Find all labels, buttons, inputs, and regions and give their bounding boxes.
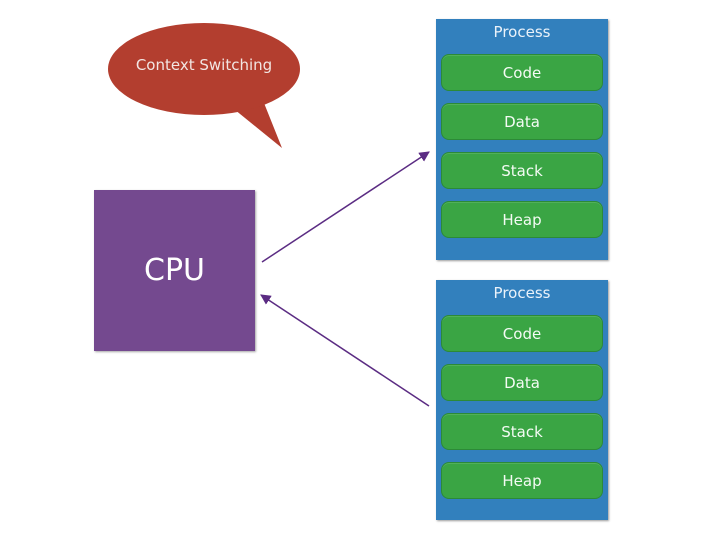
process-block-1: Process Code Data Stack Heap (436, 19, 608, 260)
segment-heap: Heap (441, 201, 603, 238)
segment-heap: Heap (441, 462, 603, 499)
cpu-block: CPU (94, 190, 255, 351)
arrow-process-2-to-cpu (260, 294, 430, 407)
process-block-2: Process Code Data Stack Heap (436, 280, 608, 520)
cpu-label: CPU (144, 253, 205, 288)
bubble-label: Context Switching (135, 56, 273, 74)
segment-stack: Stack (441, 413, 603, 450)
context-switching-bubble (108, 23, 300, 148)
segment-data: Data (441, 103, 603, 140)
process-title: Process (493, 23, 551, 41)
segment-code: Code (441, 54, 603, 91)
segment-data: Data (441, 364, 603, 401)
segment-code: Code (441, 315, 603, 352)
bubble-shape (108, 23, 300, 115)
segment-stack: Stack (441, 152, 603, 189)
arrow-cpu-to-process-1 (261, 151, 430, 263)
process-title: Process (493, 284, 551, 302)
